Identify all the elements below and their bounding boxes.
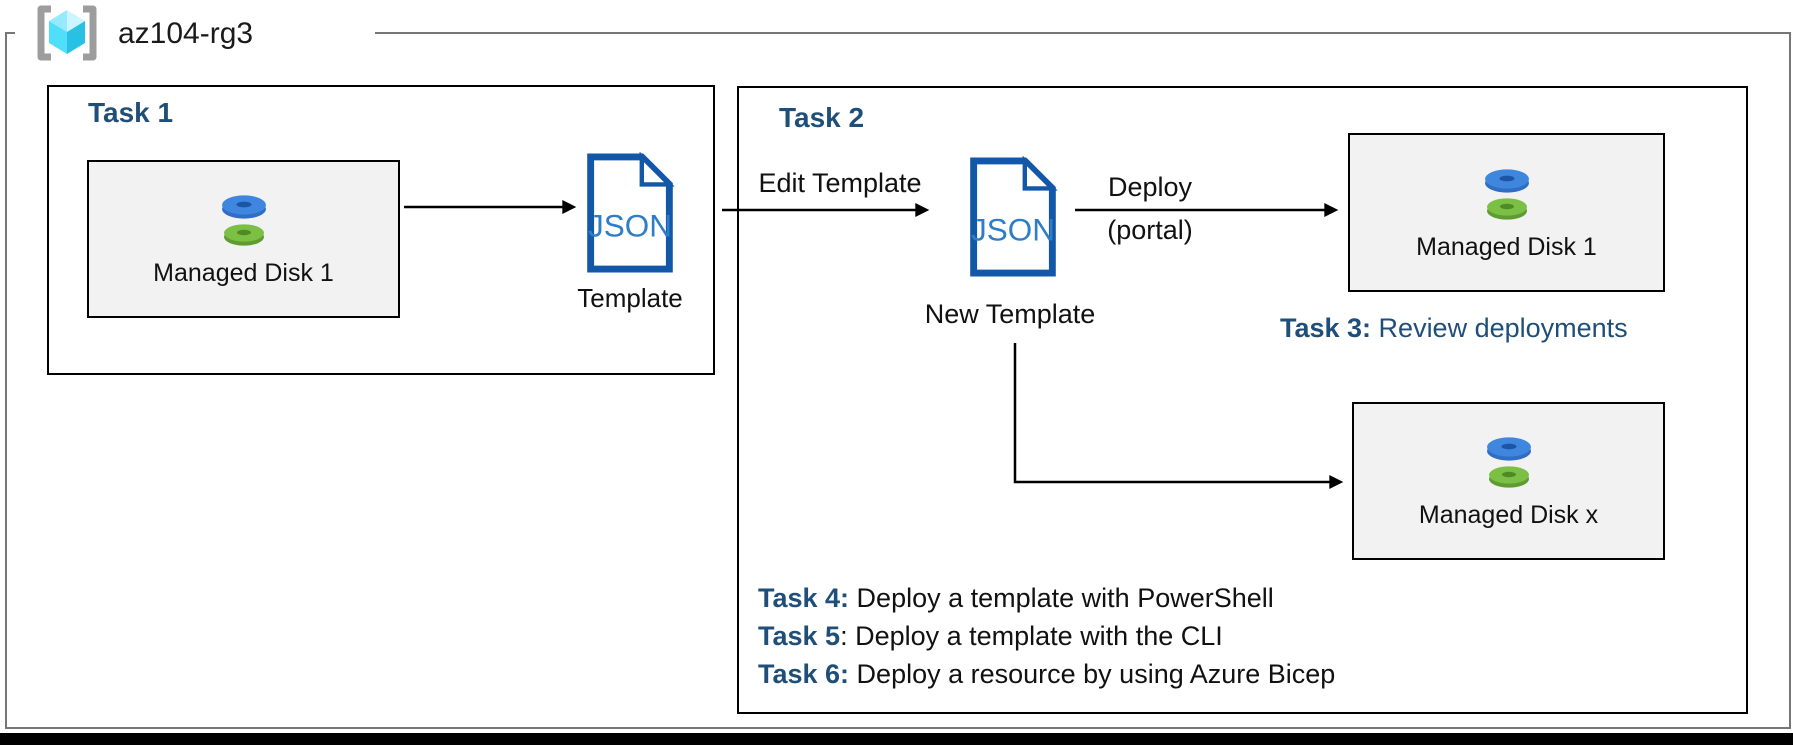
json-template-icon: JSON: [587, 152, 675, 273]
bottom-bar: [0, 733, 1793, 745]
task5-description: : Deploy a template with the CLI: [840, 621, 1223, 651]
task2-title: Task 2: [779, 102, 865, 133]
task2-managed-disk-1-box: Managed Disk 1: [1348, 133, 1665, 292]
managed-disk-1-box: Managed Disk 1: [87, 160, 400, 318]
task6-description: Deploy a resource by using Azure Bicep: [849, 659, 1336, 689]
task6-prefix: Task 6:: [758, 659, 850, 689]
resource-group-box: [5, 32, 1791, 729]
resource-group-icon: [37, 5, 97, 61]
resource-group-border-mask: [15, 22, 375, 44]
task-list-item: Task 6: Deploy a resource by using Azure…: [758, 655, 1335, 693]
task3-description: Review deployments: [1371, 313, 1628, 343]
json-template-icon: JSON: [970, 156, 1058, 277]
template-label: Template: [577, 283, 683, 313]
managed-disk-x-label: Managed Disk x: [1418, 501, 1599, 529]
deploy-label: Deploy: [1107, 172, 1193, 202]
json-icon-text: JSON: [588, 209, 672, 244]
managed-disk-icon: [1486, 437, 1531, 488]
managed-disk-icon: [1484, 168, 1529, 220]
task4-description: Deploy a template with PowerShell: [849, 583, 1274, 613]
task3-prefix: Task 3:: [1280, 313, 1372, 343]
task-list-item: Task 5: Deploy a template with the CLI: [758, 617, 1335, 655]
json-icon-text: JSON: [971, 213, 1055, 248]
task5-prefix: Task 5: [758, 621, 841, 651]
managed-disk-x-box: Managed Disk x: [1352, 402, 1665, 560]
new-template-label: New Template: [924, 299, 1096, 329]
task2-managed-disk-1-label: Managed Disk 1: [1416, 232, 1597, 261]
edit-template-label: Edit Template: [758, 168, 922, 198]
task3-text: Task 3: Review deployments: [1280, 313, 1628, 344]
managed-disk-icon: [221, 195, 266, 246]
task1-title: Task 1: [88, 97, 174, 128]
task-list: Task 4: Deploy a template with PowerShel…: [758, 579, 1335, 693]
task-list-item: Task 4: Deploy a template with PowerShel…: [758, 579, 1335, 617]
resource-group-label: az104-rg3: [118, 17, 254, 50]
task4-prefix: Task 4:: [758, 583, 850, 613]
managed-disk-1-label: Managed Disk 1: [153, 259, 334, 287]
deploy-portal-label: (portal): [1107, 215, 1193, 245]
